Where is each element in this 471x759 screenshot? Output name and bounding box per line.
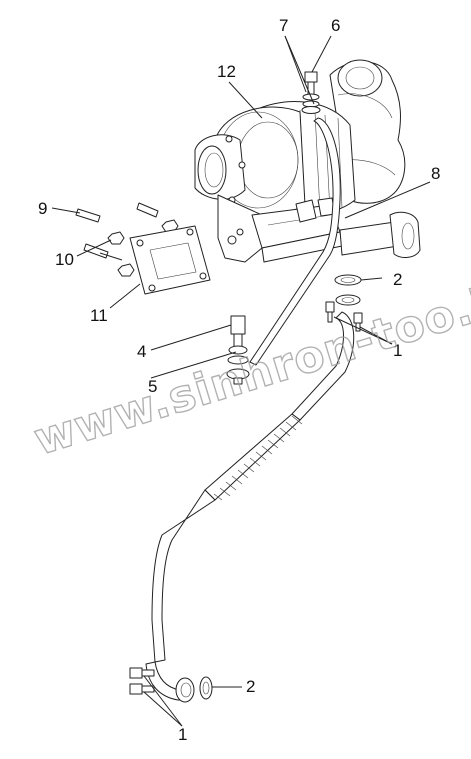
callout-4: 4: [137, 342, 146, 361]
callout-2-bottom: 2: [246, 677, 255, 696]
banjo-fitting: [226, 315, 250, 385]
studs-nuts-gasket: [75, 202, 211, 295]
turbocharger: [194, 59, 421, 263]
callout-5: 5: [148, 377, 157, 396]
leader-lines: [51, 35, 431, 727]
watermark-text: www.sinhron-too.kz: [28, 267, 471, 466]
callout-11: 11: [90, 306, 108, 325]
oil-feed-pipe: [249, 117, 341, 366]
callout-12: 12: [217, 62, 236, 81]
callout-9: 9: [38, 199, 47, 218]
callout-2-top: 2: [393, 270, 402, 289]
callout-1-bottom: 1: [178, 725, 187, 744]
callout-8: 8: [431, 164, 440, 183]
callout-6: 6: [331, 16, 340, 35]
callout-7: 7: [279, 16, 288, 35]
callout-1-top: 1: [393, 341, 402, 360]
callout-10: 10: [55, 250, 74, 269]
